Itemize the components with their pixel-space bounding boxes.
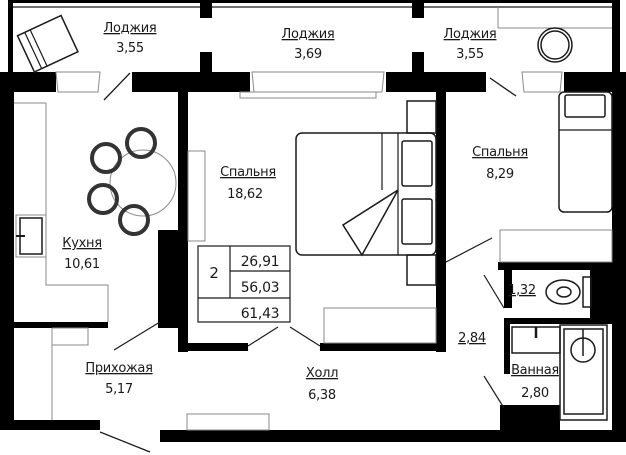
bathtub-icon [559,324,608,421]
hall-area: 6,38 [308,388,336,403]
wardrobe-small-bedroom [499,229,613,263]
area-summary-table: 2 26,91 56,03 61,43 [197,245,291,323]
armchair-icon [16,14,79,73]
exterior-wall-bottom [0,405,626,453]
area-with-loggias: 61,43 [241,306,280,322]
kitchen-area: 10,61 [64,257,100,272]
round-table-icon [497,7,612,63]
double-bed-icon [295,100,437,286]
toilet-icon [545,276,592,308]
single-bed-icon [558,91,613,213]
loggia-right-name: Лоджия [444,27,497,42]
bedroom-large-name: Спальня [220,165,276,180]
rooms-count: 2 [209,264,218,282]
area-living: 26,91 [241,254,280,270]
wc-area: 1,32 [508,283,536,298]
window-sill [239,91,377,99]
hall-name: Холл [306,366,338,381]
hall-console [186,413,270,431]
chest-large-bedroom [323,307,437,344]
entrance-name: Прихожая [85,361,152,376]
loggia-center-name: Лоджия [282,27,335,42]
loggia-center-area: 3,69 [294,47,322,62]
entrance-area: 5,17 [105,382,133,397]
door-swings [113,237,505,409]
exterior-wall-right [612,92,626,432]
exterior-wall-top [0,71,626,101]
exterior-wall-left [0,92,14,422]
interior-walls [14,92,612,374]
area-total: 56,03 [241,280,280,296]
dining-table-icon [87,127,177,236]
kitchen-counter [14,102,109,322]
bathroom-name: Ванная [511,363,559,378]
wardrobe-large-bedroom [187,150,206,242]
bedroom-small-area: 8,29 [486,167,514,182]
bedroom-small-name: Спальня [472,145,528,160]
entrance-wardrobe [51,327,89,420]
corridor-area: 2,84 [458,331,486,346]
bathroom-area: 2,80 [521,386,549,401]
loggia-left-name: Лоджия [104,21,157,36]
loggia-right-area: 3,55 [456,47,484,62]
sink-icon [511,326,561,354]
loggia-left-area: 3,55 [116,41,144,56]
bedroom-large-area: 18,62 [227,187,263,202]
loggia-outer-frame [8,0,620,80]
kitchen-name: Кухня [62,236,101,251]
